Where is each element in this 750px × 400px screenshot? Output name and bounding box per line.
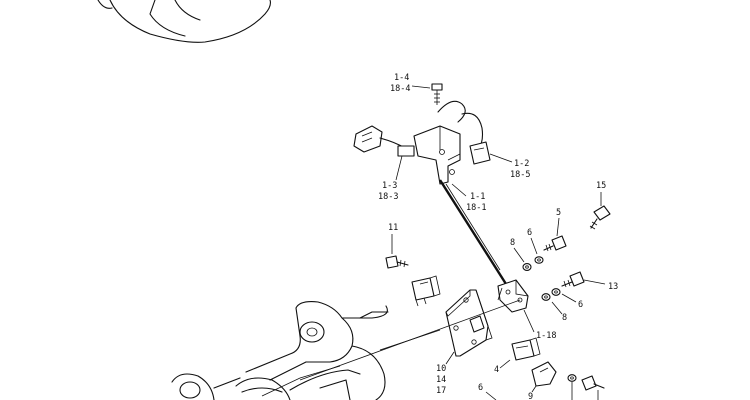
- label-1-18: 1-18: [536, 331, 556, 341]
- label-18-5: 18-5: [510, 170, 530, 180]
- label-1-4: 1-4: [394, 73, 409, 83]
- bracket-1-18: [497, 279, 535, 333]
- label-4: 4: [494, 365, 499, 375]
- label-5: 5: [556, 208, 561, 218]
- label-8-upper: 8: [510, 238, 515, 248]
- label-6-middle: 6: [578, 300, 583, 310]
- assembly-arrow: [438, 179, 508, 285]
- label-18-3: 18-3: [378, 192, 398, 202]
- mounting-bracket: [445, 289, 493, 365]
- label-8-middle: 8: [562, 313, 567, 323]
- label-9: 9: [528, 392, 533, 400]
- label-6-upper: 6: [527, 228, 532, 238]
- label-1-3: 1-3: [382, 181, 397, 191]
- relay-harness-assembly: [353, 83, 513, 197]
- label-17: 17: [436, 386, 446, 396]
- label-13: 13: [608, 282, 618, 292]
- callout-labels: 1-4 18-4 1-2 18-5 1-3 18-3 1-1 18-1 15 1…: [378, 73, 618, 400]
- relay-4: [499, 337, 541, 369]
- bolt-13-group: [541, 271, 606, 315]
- relay-11: [411, 275, 441, 307]
- label-18-4: 18-4: [390, 84, 410, 94]
- bolt-11: [385, 234, 409, 269]
- label-11: 11: [388, 223, 398, 233]
- bolt-5-group: [513, 217, 567, 271]
- label-10: 10: [436, 364, 446, 374]
- label-6-lower: 6: [478, 383, 483, 393]
- label-18-1: 18-1: [466, 203, 486, 213]
- label-1-1: 1-1: [470, 192, 485, 202]
- label-1-2: 1-2: [514, 159, 529, 169]
- boom-frame-part: [171, 301, 389, 400]
- label-14: 14: [436, 375, 446, 385]
- bolt-15: [589, 192, 611, 230]
- upper-housing-part: [97, 0, 271, 43]
- label-15: 15: [596, 181, 606, 191]
- clip-9-group: [485, 361, 605, 400]
